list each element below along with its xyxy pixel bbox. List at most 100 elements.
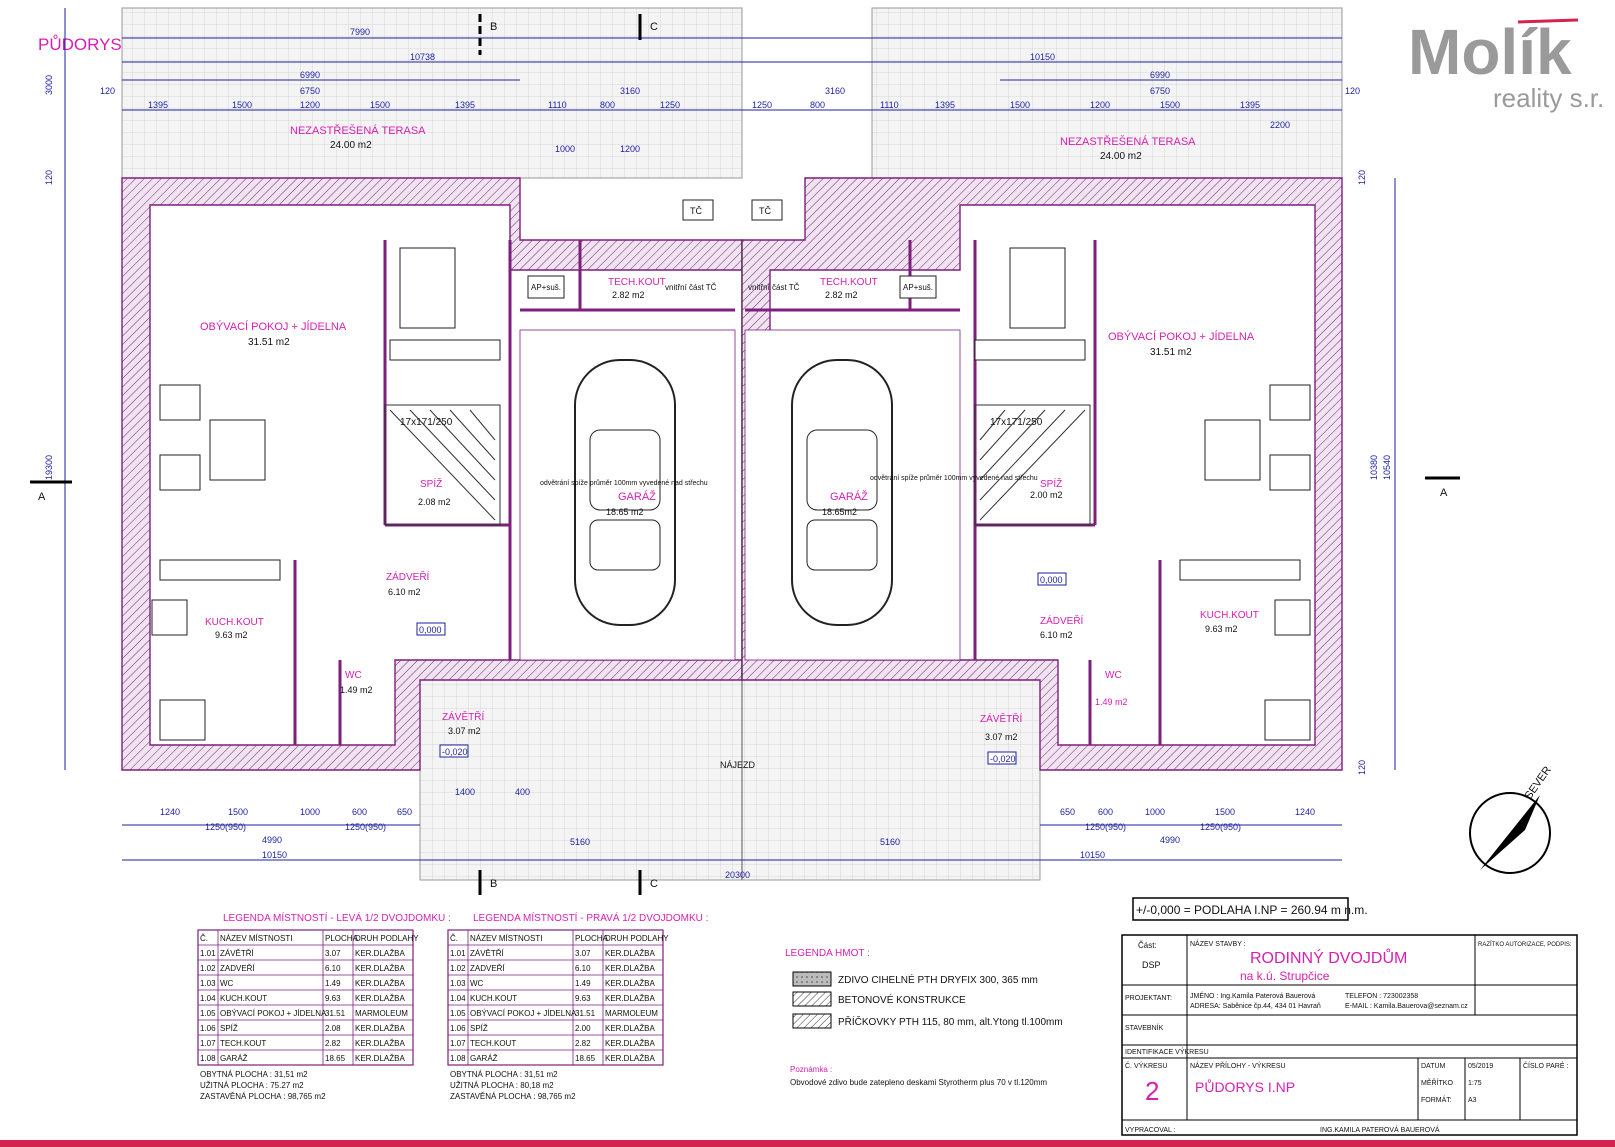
dim-mid-left: 3160 (620, 86, 640, 96)
dim-bottom-left-row3: 4990 (262, 835, 282, 845)
legend-cell: KER.DLAŽBA (605, 1054, 655, 1063)
dim-row3-item: 1200 (300, 100, 320, 110)
dim-terrace-3: 2200 (1270, 120, 1290, 130)
dim-bottom-mid: 400 (515, 787, 530, 797)
legend-cell: KER.DLAŽBA (605, 1039, 655, 1048)
legend-cell: 9.63 (575, 994, 591, 1003)
svg-text:Část:: Část: (1138, 941, 1157, 950)
room-right-garage-area: 18.65m2 (822, 507, 857, 517)
room-left-porch-area: 3.07 m2 (448, 726, 481, 736)
dim-right-total: 10150 (1030, 52, 1055, 62)
vent-note-right: odvětrání spíže průměr 100mm vyvedené na… (870, 474, 1038, 482)
dim-row3-item: 1500 (1010, 100, 1030, 110)
dim-bottom-center: 5160 (570, 837, 590, 847)
room-left-living-area: 31.51 m2 (248, 337, 290, 348)
dim-row3-item: 1200 (1090, 100, 1110, 110)
svg-text:PŘÍČKOVKY PTH 115, 80 mm, alt.: PŘÍČKOVKY PTH 115, 80 mm, alt.Ytong tl.1… (838, 1015, 1063, 1028)
terrace-right-area: 24.00 m2 (1100, 151, 1142, 162)
dim-bottom-right: 1240 (1295, 807, 1315, 817)
svg-text:C: C (650, 21, 658, 33)
legend-cell: KER.DLAŽBA (355, 1054, 405, 1063)
room-right-garage: GARÁŽ (830, 490, 868, 503)
legend-cell: 1.05 (200, 1009, 216, 1018)
stairs-label-right: 17x171/250 (990, 417, 1043, 428)
svg-text:A: A (1440, 487, 1448, 499)
dim-v-right-total: 10380 (1369, 455, 1379, 480)
room-left-wc: WC (345, 670, 362, 681)
section-a-left: A (30, 480, 72, 503)
legend-header: NÁZEV MÍSTNOSTI (220, 934, 292, 943)
svg-text:na k.ú. Strupčice: na k.ú. Strupčice (1240, 969, 1330, 983)
legend-header: DRUH PODLAHY (355, 934, 419, 943)
dim-bottom-left: 1000 (300, 807, 320, 817)
room-right-porch-area: 3.07 m2 (985, 732, 1018, 742)
dim-row3-item: 1250 (752, 100, 772, 110)
room-right-living-area: 31.51 m2 (1150, 347, 1192, 358)
legend-summary: OBYTNÁ PLOCHA : 31,51 m2 (200, 1070, 308, 1079)
logo-main: Molík (1408, 16, 1572, 88)
legend-cell: ZADVEŘÍ (220, 964, 255, 973)
svg-text:RODINNÝ DVOJDŮM: RODINNÝ DVOJDŮM (1250, 948, 1407, 967)
legend-header: PLOCHA (575, 934, 609, 943)
legend-cell: 1.03 (200, 979, 216, 988)
room-right-tech: TECH.KOUT (820, 277, 878, 288)
dim-v-left-top: 3000 (44, 75, 54, 95)
svg-text:C: C (650, 878, 658, 890)
legend-header: PLOCHA (325, 934, 359, 943)
legend-cell: MARMOLEUM (355, 1009, 408, 1018)
legend-cell: 6.10 (575, 964, 591, 973)
svg-text:TELEFON : 723002358: TELEFON : 723002358 (1345, 993, 1418, 1000)
bottom-accent-bar (0, 1140, 1615, 1147)
driveway (419, 679, 1041, 881)
dim-row3-item: 1395 (1240, 100, 1260, 110)
svg-text:A: A (38, 491, 46, 503)
room-right-pantry-area: 2.00 m2 (1030, 490, 1063, 500)
room-right-hall-area: 6.10 m2 (1040, 630, 1073, 640)
legend-cell: 1.05 (450, 1009, 466, 1018)
dim-bottom-mid: 1400 (455, 787, 475, 797)
legend-header: Č. (450, 934, 458, 943)
terrace-right-label: NEZASTŘEŠENÁ TERASA (1060, 135, 1196, 148)
legend-cell: ZÁVĚTŘÍ (220, 949, 255, 958)
room-left-tech: TECH.KOUT (608, 277, 666, 288)
title-block: +/-0,000 = PODLAHA I.NP = 260.94 m n.m. … (1121, 897, 1578, 1136)
room-left-living: OBÝVACÍ POKOJ + JÍDELNA (200, 320, 347, 333)
dim-bottom-center: 5160 (880, 837, 900, 847)
room-left-hall-area: 6.10 m2 (388, 587, 421, 597)
svg-text:+/-0,000 = PODLAHA I.NP = 260.: +/-0,000 = PODLAHA I.NP = 260.94 m n.m. (1136, 903, 1368, 917)
legend-cell: 6.10 (325, 964, 341, 973)
legend-cell: MARMOLEUM (605, 1009, 658, 1018)
dim-bottom-left: 1500 (228, 807, 248, 817)
dim-row3-item: 1500 (232, 100, 252, 110)
legend-cell: OBÝVACÍ POKOJ + JÍDELNA (470, 1009, 577, 1018)
legend-cell: 3.07 (325, 949, 341, 958)
svg-text:IDENTIFIKACE VÝKRESU: IDENTIFIKACE VÝKRESU (1125, 1047, 1209, 1056)
north-arrow: SEVER (1469, 764, 1554, 874)
dim-row3-item: 800 (600, 100, 615, 110)
svg-text:E-MAIL : Kamila.Bauerova@sezna: E-MAIL : Kamila.Bauerova@seznam.cz (1345, 1003, 1468, 1010)
legend-cell: KUCH.KOUT (470, 994, 517, 1003)
dim-bottom-left-row2: 1250(950) (205, 822, 246, 832)
ap-left: AP+suš. (531, 283, 561, 292)
legend-cell: 31.51 (575, 1009, 596, 1018)
room-right-wc-area: 1.49 m2 (1095, 697, 1128, 707)
dim-edge-left: 120 (100, 86, 115, 96)
dim-row3-item: 1110 (880, 100, 899, 110)
dim-bottom-right-row4: 10150 (1080, 850, 1105, 860)
svg-text:FORMÁT:: FORMÁT: (1421, 1095, 1452, 1104)
dim-v-left-total: 19300 (44, 455, 54, 480)
svg-text:B: B (490, 878, 497, 890)
legend-cell: KER.DLAŽBA (355, 1024, 405, 1033)
room-left-garage: GARÁŽ (618, 490, 656, 503)
room-right-porch: ZÁVĚTŘÍ (980, 712, 1022, 725)
dim-right-sub: 6990 (1150, 70, 1170, 80)
legend-cell: 1.08 (200, 1054, 216, 1063)
legend-cell: KER.DLAŽBA (605, 964, 655, 973)
legend-cell: 1.07 (450, 1039, 466, 1048)
legend-header: NÁZEV MÍSTNOSTI (470, 934, 542, 943)
level-left: 0,000 (419, 625, 442, 635)
legend-cell: 1.06 (200, 1024, 216, 1033)
dim-left-total: 10738 (410, 52, 435, 62)
svg-text:2: 2 (1145, 1076, 1159, 1106)
